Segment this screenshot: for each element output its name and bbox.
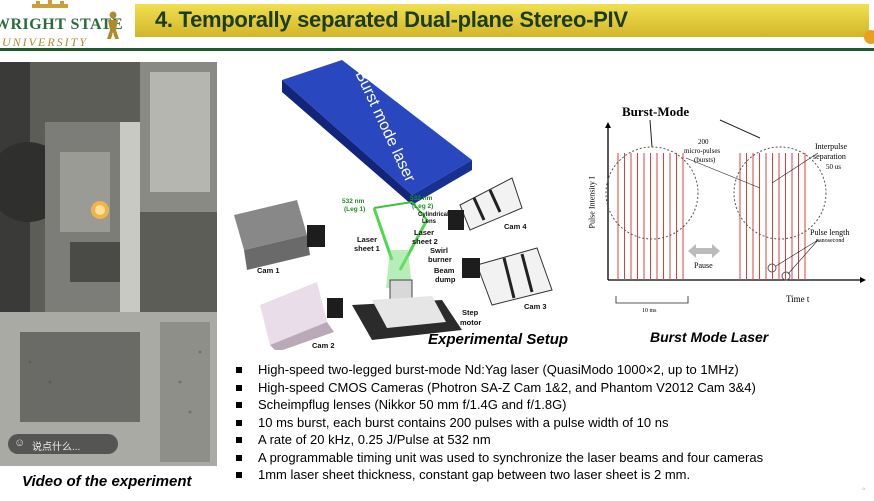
cam4-label: Cam 4 <box>504 222 527 231</box>
step-label-b: motor <box>460 318 482 327</box>
figure-icon <box>107 11 119 39</box>
sheet2-label-a: Laser <box>414 228 435 237</box>
next-slide-button[interactable] <box>864 30 874 44</box>
pulse-length-label: Pulse length <box>810 228 850 237</box>
logo-line1: WRIGHT STATE <box>0 16 124 33</box>
spec-text: Scheimpflug lenses (Nikkor 50 mm f/1.4G … <box>258 397 567 412</box>
bullet-icon <box>236 454 242 461</box>
title-bar: 4. Temporally separated Dual-plane Stere… <box>135 4 869 37</box>
setup-diagram: Burst mode laser 532 nm (Leg 1) 532 nm (… <box>222 60 582 352</box>
spec-text: 1mm laser sheet thickness, constant gap … <box>258 467 691 482</box>
spec-item: 1mm laser sheet thickness, constant gap … <box>236 467 866 485</box>
dump-label-a: Beam <box>434 266 455 275</box>
video-frame <box>0 62 217 466</box>
comment-input[interactable]: ☺ 说点什么... <box>8 434 118 454</box>
sheet1-label-b: sheet 1 <box>354 244 380 253</box>
pulse-unit-label: nanosecond <box>816 238 845 244</box>
bullet-icon <box>236 472 242 478</box>
spec-item: A programmable timing unit was used to s… <box>236 450 866 468</box>
spec-list: High-speed two-legged burst-mode Nd:Yag … <box>236 362 866 485</box>
chat-icon: ☺ <box>14 437 26 449</box>
burst-caption: Burst Mode Laser <box>650 329 769 345</box>
pause-label: Pause <box>694 261 713 270</box>
video-caption: Video of the experiment <box>22 473 192 490</box>
swirl-label-a: Swirl <box>430 246 448 255</box>
y-axis-label: Pulse Intensity I <box>587 176 597 229</box>
interpulse-label-c: 50 us <box>826 163 841 171</box>
logo-line2: UNIVERSITY <box>2 35 88 49</box>
sheet1-label-a: Laser <box>357 235 378 244</box>
bullet-icon <box>236 384 242 391</box>
experiment-video[interactable]: ☺ 说点什么... <box>0 62 217 466</box>
slide-title: 4. Temporally separated Dual-plane Stere… <box>155 7 628 32</box>
spec-text: A rate of 20 kHz, 0.25 J/Pulse at 532 nm <box>258 432 491 447</box>
interpulse-label-a: Interpulse <box>815 142 847 151</box>
spec-item: A rate of 20 kHz, 0.25 J/Pulse at 532 nm <box>236 432 866 450</box>
spec-item: Scheimpflug lenses (Nikkor 50 mm f/1.4G … <box>236 397 866 415</box>
crest-icon <box>32 0 68 8</box>
cam1-label: Cam 1 <box>257 266 280 275</box>
leg1-label-b: (Leg 1) <box>344 206 366 213</box>
micro-label-a: 200 <box>698 138 709 146</box>
cam3-label: Cam 3 <box>524 302 547 311</box>
spec-item: High-speed CMOS Cameras (Photron SA-Z Ca… <box>236 380 866 398</box>
leg2-label-b: (Leg 2) <box>412 203 434 210</box>
spec-text: A programmable timing unit was used to s… <box>258 449 764 465</box>
burst-title: Burst-Mode <box>622 104 690 119</box>
dump-label-b: dump <box>435 275 456 284</box>
bullet-icon <box>236 402 242 408</box>
bullet-icon <box>236 367 242 373</box>
slide-header: WRIGHT STATE UNIVERSITY 4. Temporally se… <box>0 0 874 52</box>
swirl-label-b: burner <box>428 255 452 264</box>
header-divider <box>0 48 874 51</box>
corner-icon: ◦ <box>862 484 866 495</box>
sheet2-label-b: sheet 2 <box>412 237 438 246</box>
comment-placeholder: 说点什么... <box>32 442 81 453</box>
interpulse-label-b: separation <box>813 152 846 161</box>
setup-caption: Experimental Setup <box>428 331 569 348</box>
setup-illustration <box>234 60 553 352</box>
spec-item: 10 ms burst, each burst contains 200 pul… <box>236 415 866 433</box>
bullet-icon <box>236 419 242 426</box>
step-label-a: Step <box>462 308 479 317</box>
micro-label-b: micro-pulses <box>684 147 721 155</box>
spec-text: 10 ms burst, each burst contains 200 pul… <box>258 414 669 430</box>
burst-mode-diagram: Burst-Mode 200 micro-pulses (bursts) Int… <box>587 98 868 328</box>
cyl-lens-label-a: Cylindrical <box>418 212 449 218</box>
leg2-label-a: 532 nm <box>410 195 433 202</box>
spec-item: High-speed two-legged burst-mode Nd:Yag … <box>236 362 866 380</box>
bullet-icon <box>236 437 242 443</box>
spec-text: High-speed CMOS Cameras (Photron SA-Z Ca… <box>258 379 756 395</box>
x-axis-label: Time t <box>786 294 810 304</box>
cyl-lens-label-b: Lens <box>422 219 437 225</box>
leg1-label-a: 532 nm <box>342 198 365 205</box>
micro-label-c: (bursts) <box>694 156 716 164</box>
university-logo: WRIGHT STATE UNIVERSITY <box>0 0 123 50</box>
burst-illustration <box>605 119 866 304</box>
span-label: 10 ms <box>642 308 657 314</box>
cam2-label: Cam 2 <box>312 341 335 350</box>
spec-text: High-speed two-legged burst-mode Nd:Yag … <box>258 362 739 377</box>
